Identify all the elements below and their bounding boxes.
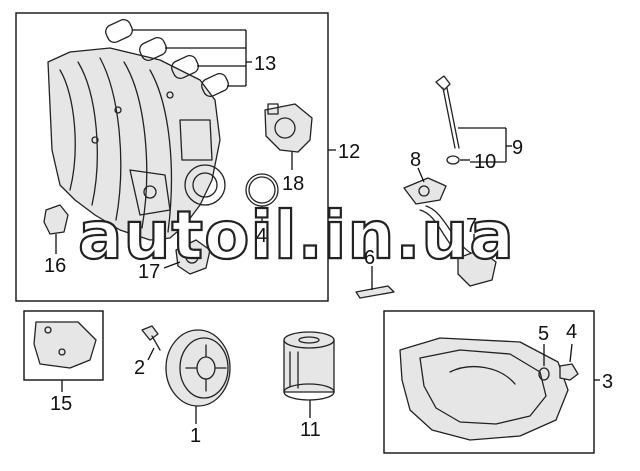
throttle-body <box>264 103 313 153</box>
sensor-16 <box>43 204 69 235</box>
tube-gasket <box>403 177 447 205</box>
bracket-15 <box>33 321 97 369</box>
oil-pan-group-box <box>383 310 595 454</box>
callout-16: 16 <box>44 255 66 277</box>
callout-6: 6 <box>364 247 375 269</box>
crankshaft-pulley <box>165 329 231 407</box>
callout-3: 3 <box>602 371 613 393</box>
bolt-2 <box>141 325 161 351</box>
callout-11: 11 <box>300 419 321 441</box>
drain-plug <box>559 363 579 381</box>
callout-2: 2 <box>134 357 145 379</box>
callout-1: 1 <box>190 425 201 447</box>
watermark: autoil.in.ua <box>78 197 515 274</box>
callout-17: 17 <box>138 261 160 283</box>
callout-13: 13 <box>254 53 276 75</box>
oil-pan <box>399 337 569 441</box>
intake-gaskets <box>105 19 229 97</box>
callout-12: 12 <box>338 141 360 163</box>
callout-5: 5 <box>538 323 549 345</box>
intake-manifold-group-box <box>15 12 329 302</box>
callout-8: 8 <box>410 149 421 171</box>
callout-4-plug: 4 <box>566 321 577 343</box>
intake-manifold <box>47 47 226 241</box>
oil-pickup-tube <box>419 205 497 287</box>
leader-lines <box>55 29 600 424</box>
bracket-group-box <box>23 310 104 381</box>
dipstick <box>435 75 460 165</box>
drain-washer <box>538 367 550 381</box>
oil-filter <box>283 331 335 401</box>
callout-7: 7 <box>466 215 477 237</box>
callout-4-ring: 4 <box>256 225 267 247</box>
callout-10: 10 <box>474 151 496 173</box>
callout-18: 18 <box>282 173 304 195</box>
callout-9: 9 <box>512 137 523 159</box>
callout-15: 15 <box>50 393 72 415</box>
valve-17 <box>175 239 211 275</box>
bracket-6 <box>355 285 395 299</box>
